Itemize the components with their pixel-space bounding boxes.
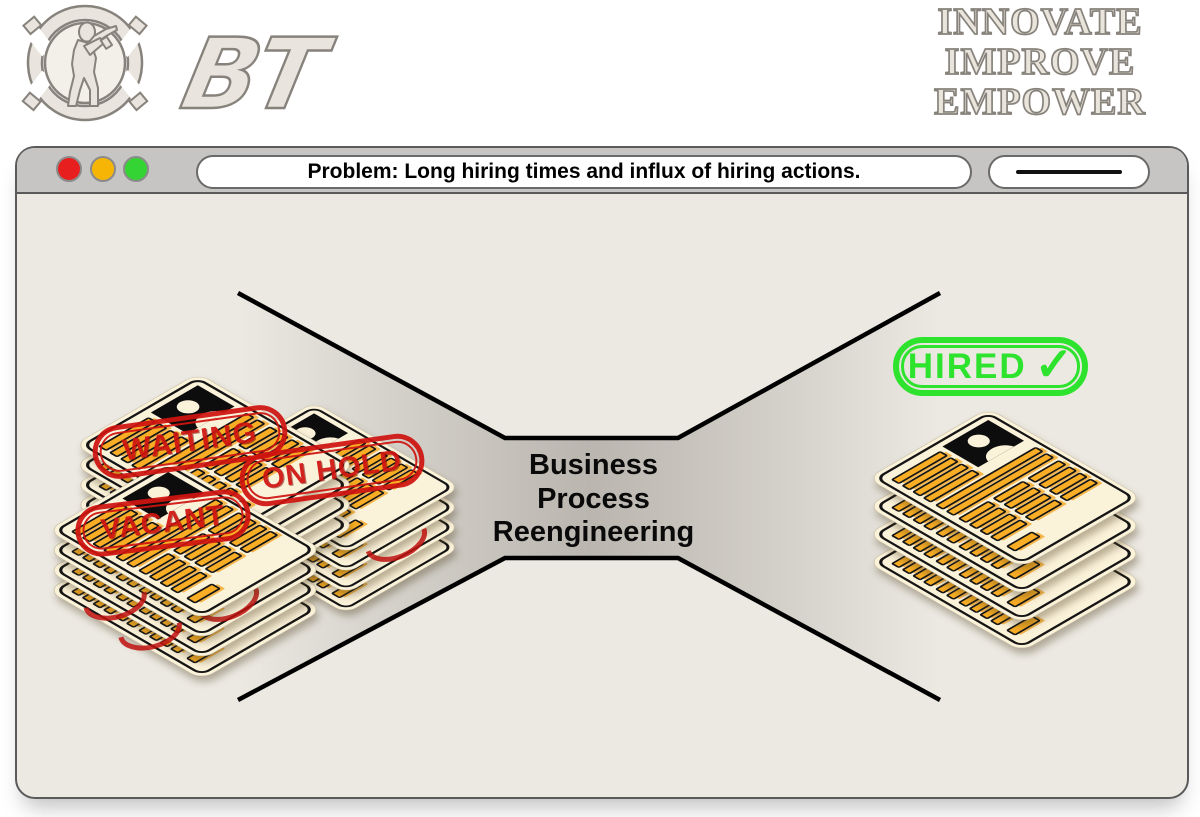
window-titlebar: Problem: Long hiring times and influx of…: [17, 148, 1187, 194]
address-text: Problem: Long hiring times and influx of…: [307, 160, 861, 183]
checkmark-icon: ✓: [1034, 337, 1074, 390]
hired-badge: HIRED ✓: [893, 337, 1088, 396]
funnel-label: Business Process Reengineering: [491, 449, 696, 550]
tagline-line-3: EMPOWER: [933, 81, 1146, 123]
tagline-line-1: INNOVATE: [937, 1, 1143, 43]
funnel-label-line-1: Business: [529, 449, 658, 481]
company-logo: BT: [21, 4, 340, 133]
hired-badge-label: HIRED: [907, 346, 1027, 386]
dash-icon: [1016, 169, 1122, 175]
funnel-label-line-2: Process: [537, 482, 650, 515]
soldier-icon: [67, 21, 118, 107]
brand-text: BT: [173, 18, 340, 132]
stamp-on-hold-label: ON HOLD: [260, 443, 404, 496]
maximize-button[interactable]: [123, 156, 149, 182]
stamp-vacant-label: VACANT: [99, 499, 227, 546]
tagline-line-2: IMPROVE: [944, 41, 1136, 83]
hired-badge-inner: HIRED ✓: [901, 341, 1080, 388]
funnel-label-line-3: Reengineering: [492, 516, 695, 548]
close-button[interactable]: [56, 156, 82, 182]
minimize-button[interactable]: [90, 156, 116, 182]
stamp-waiting-label: WAITING: [120, 415, 260, 468]
tagline: INNOVATE IMPROVE EMPOWER: [890, 1, 1190, 123]
address-bar[interactable]: Problem: Long hiring times and influx of…: [196, 155, 972, 189]
menu-button[interactable]: [988, 155, 1150, 189]
